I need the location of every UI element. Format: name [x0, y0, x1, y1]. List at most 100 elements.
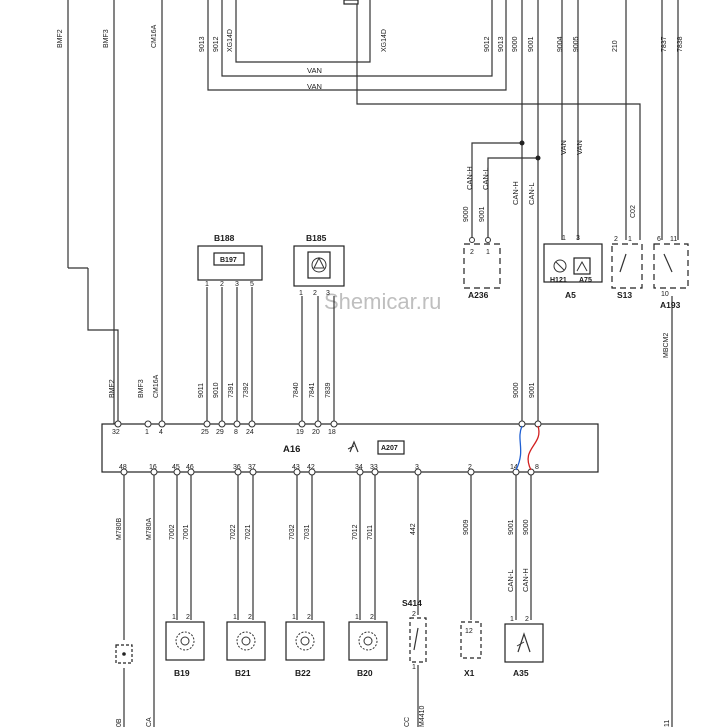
a193-pin: 10 — [661, 291, 669, 298]
b19-box — [165, 621, 205, 661]
a16-pin-18: 18 — [328, 429, 336, 436]
label-a35-can-h: CAN-H — [521, 568, 530, 592]
b20-pin: 2 — [370, 614, 374, 621]
a193-pin: 6 — [657, 236, 661, 243]
b185-sensor — [307, 251, 331, 279]
s13-switch-icon — [619, 253, 627, 273]
b19-title: B19 — [174, 668, 190, 678]
a16-pin-1: 1 — [145, 429, 149, 436]
a16-label-cm16a: CM16A — [153, 374, 160, 398]
m780b-connector-dot — [122, 652, 126, 656]
a16-top-pin — [203, 420, 211, 428]
a16-label-bmf3: BMF3 — [138, 379, 145, 398]
b22-title: B22 — [295, 668, 311, 678]
a236-pin-dot — [485, 237, 491, 243]
wire-xg14d-loop — [235, 0, 371, 63]
a16-top-pin — [114, 420, 122, 428]
b22-box — [285, 621, 325, 661]
a16-top-pin — [330, 420, 338, 428]
s414-title: S414 — [402, 598, 422, 608]
a16-antenna-arm — [347, 445, 355, 450]
label-a236-9000: 9000 — [463, 206, 470, 222]
label-a236-9001: 9001 — [479, 206, 486, 222]
b20-pin: 1 — [355, 614, 359, 621]
label-9012-mid: 9012 — [213, 36, 220, 52]
s414-switch-icon — [413, 627, 419, 651]
a35-title: A35 — [513, 668, 529, 678]
b185-pin: 2 — [313, 290, 317, 297]
a193-box — [653, 243, 689, 289]
a16-pin-2: 2 — [468, 464, 472, 471]
a35-pin: 2 — [525, 616, 529, 623]
a236-pin: 2 — [470, 249, 474, 256]
a35-pin: 1 — [510, 616, 514, 623]
label-m780a: M780A — [146, 517, 153, 540]
label-7012: 7012 — [352, 524, 359, 540]
a16-top-pin — [248, 420, 256, 428]
watermark: Shemicar.ru — [324, 289, 441, 314]
a16-top-pin — [298, 420, 306, 428]
x1-box — [460, 621, 482, 659]
a5-lamp-icon — [553, 259, 567, 273]
a16-top-pin — [158, 420, 166, 428]
b188-title: B188 — [214, 233, 235, 243]
label-bus-9004: 9004 — [557, 36, 564, 52]
b20-box — [348, 621, 388, 661]
label-van-2: VAN — [307, 82, 322, 91]
a16-label-9010: 9010 — [213, 382, 220, 398]
a16-pin-14: 14 — [510, 464, 518, 471]
label-7021: 7021 — [245, 524, 252, 540]
wire-bmf2-route — [87, 268, 119, 425]
b21-gear-core — [241, 636, 251, 646]
label-bmf3-top: BMF3 — [103, 29, 110, 48]
label-cm16a-top: CM16A — [151, 24, 158, 48]
a16-top-pin — [314, 420, 322, 428]
b21-pin: 2 — [248, 614, 252, 621]
a16-pin-33: 33 — [370, 464, 378, 471]
label-bus-7838: 7838 — [677, 36, 684, 52]
a16-label-7841: 7841 — [309, 382, 316, 398]
a193-pin: 11 — [670, 236, 677, 243]
b22-pin: 2 — [307, 614, 311, 621]
a16-label-bmf2: BMF2 — [109, 379, 116, 398]
label-9001-low: 9001 — [508, 519, 515, 535]
label-7032: 7032 — [289, 524, 296, 540]
a16-bottom-pins — [120, 468, 535, 476]
wire-a236-h — [471, 142, 522, 240]
b197-label: B197 — [220, 257, 237, 264]
label-7011: 7011 — [367, 525, 374, 540]
edge-label-m4410: M4410 — [419, 705, 426, 727]
b22-gear-core — [300, 636, 310, 646]
a193-title: A193 — [660, 300, 681, 310]
label-bus-9012: 9012 — [484, 36, 491, 52]
a16-pin-8b: 8 — [535, 464, 539, 471]
x1-title: X1 — [464, 668, 475, 678]
b21-title: B21 — [235, 668, 251, 678]
a16-pin-16: 16 — [149, 464, 157, 471]
s414-box — [409, 617, 427, 663]
a16-pin-46: 46 — [186, 464, 194, 471]
a16-pin-34: 34 — [355, 464, 363, 471]
a16-antenna-icon — [349, 440, 359, 453]
label-a5-van-2: VAN — [575, 140, 584, 155]
a5-antenna-icon — [576, 260, 588, 272]
a16-top-pins — [114, 420, 542, 428]
b19-gear-icon — [175, 631, 195, 651]
a5-title: A5 — [565, 290, 576, 300]
a16-label-9000: 9000 — [513, 382, 520, 398]
label-a193-mbcm2: MBCM2 — [663, 333, 670, 358]
label-9013-mid: 9013 — [199, 36, 206, 52]
a207-badge-box — [377, 440, 405, 455]
label-7022: 7022 — [230, 524, 237, 540]
s13-box — [611, 243, 643, 289]
edge-label-0b: 0B — [116, 718, 123, 727]
a16-pin-4: 4 — [159, 429, 163, 436]
b188-pin: 2 — [220, 281, 224, 288]
junction-can-h — [519, 140, 525, 146]
b20-gear-icon — [358, 631, 378, 651]
label-a236-can-h: CAN-H — [465, 166, 474, 190]
a16-top-pin — [218, 420, 226, 428]
a207-badge: A207 — [381, 445, 398, 452]
a16-pin-19: 19 — [296, 429, 304, 436]
edge-label-cc: CC — [404, 717, 411, 727]
